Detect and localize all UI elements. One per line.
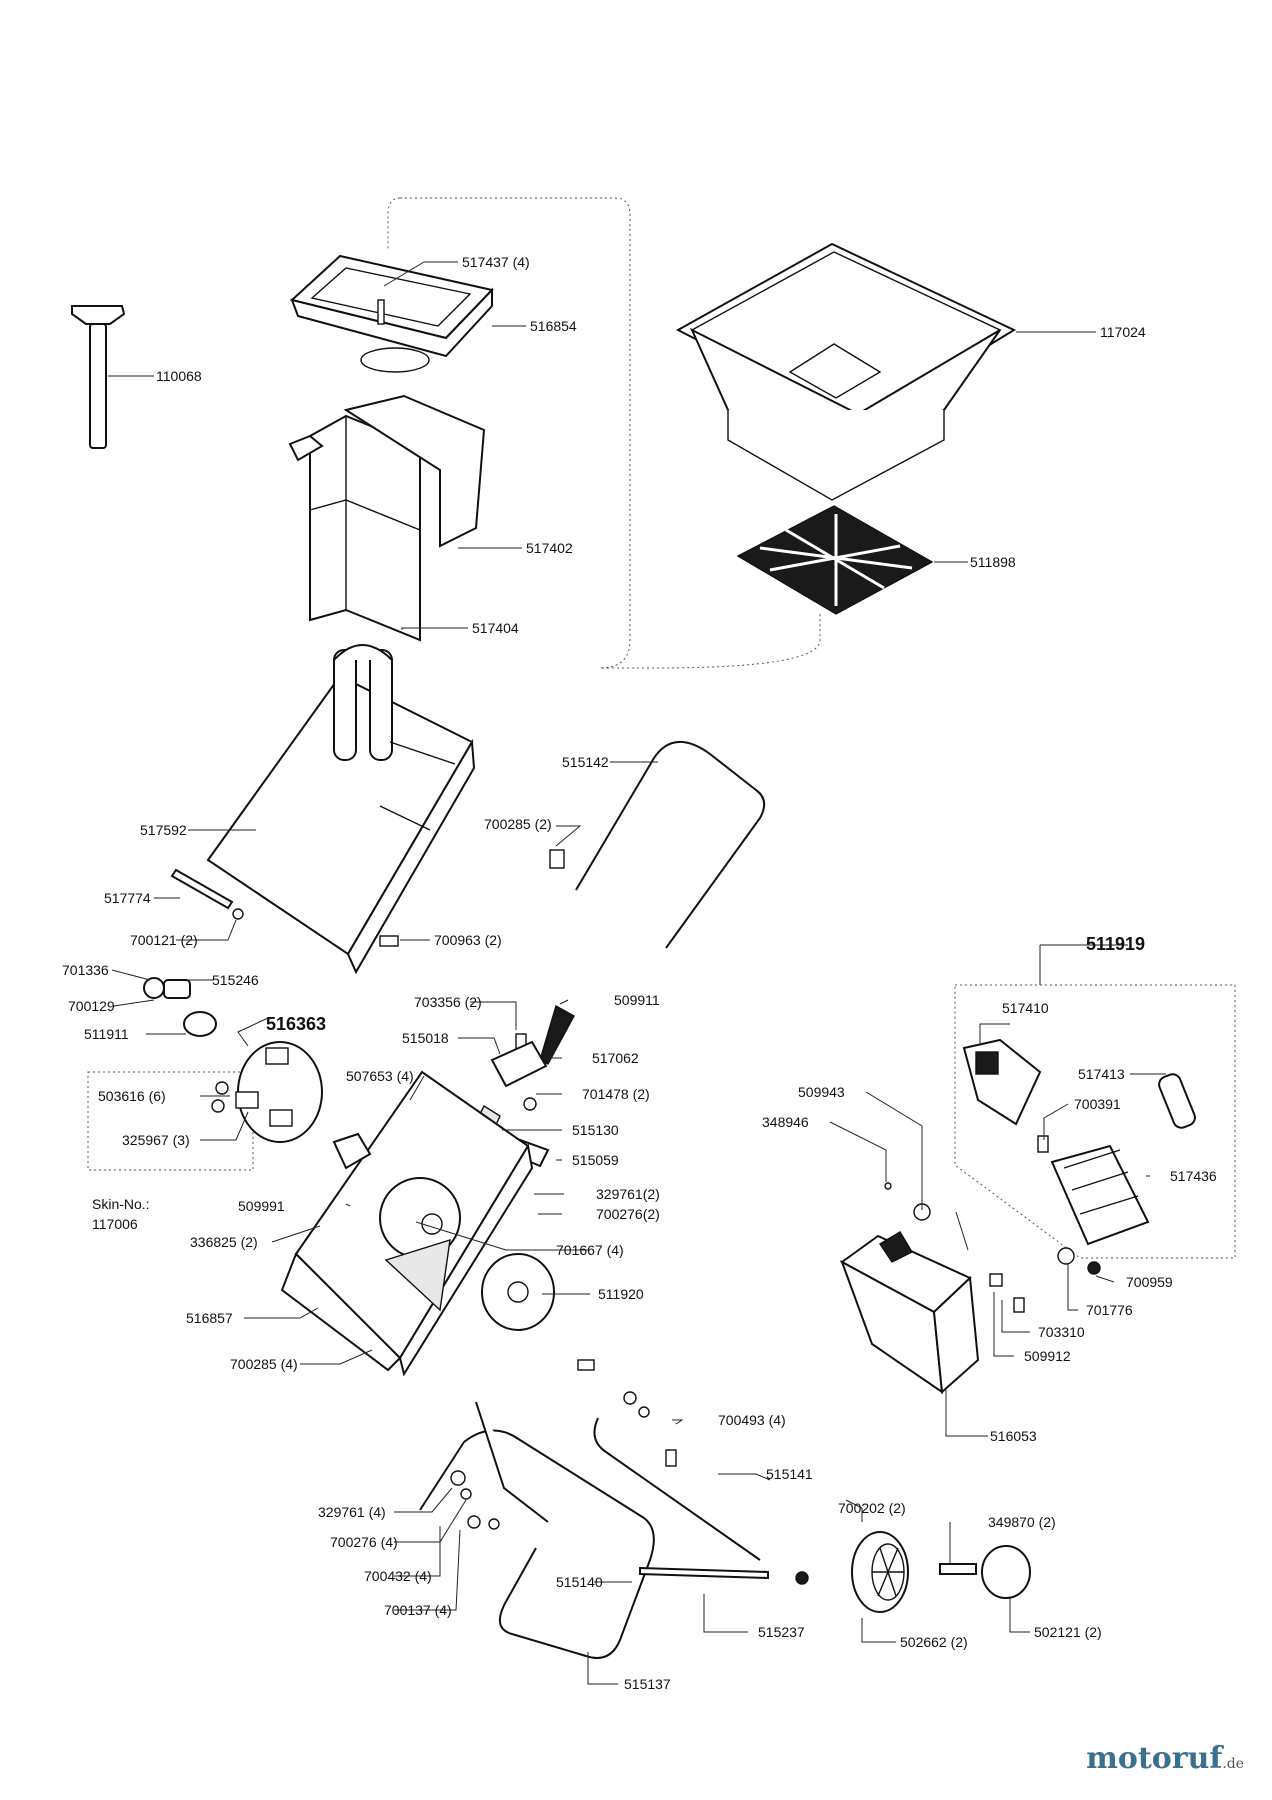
label-517774: 517774 <box>104 890 151 906</box>
label-703356: 703356 (2) <box>414 994 482 1010</box>
label-517062: 517062 <box>592 1050 639 1066</box>
label-700137: 700137 (4) <box>384 1602 452 1618</box>
label-509991: 509991 <box>238 1198 285 1214</box>
label-700959: 700959 <box>1126 1274 1173 1290</box>
hopper-mat <box>736 505 934 615</box>
label-517410: 517410 <box>1002 1000 1049 1016</box>
blade-disc <box>211 1041 323 1143</box>
blade-kit-outline <box>87 1071 254 1171</box>
top-handle <box>575 740 766 949</box>
hopper-tray <box>289 254 494 373</box>
label-511898: 511898 <box>970 554 1016 570</box>
label-329761-2: 329761(2) <box>596 1186 660 1202</box>
label-701478: 701478 (2) <box>582 1086 650 1102</box>
hopper-group-outline <box>400 197 821 669</box>
label-507653: 507653 (4) <box>346 1068 414 1084</box>
label-348946: 348946 <box>762 1114 809 1130</box>
label-502121: 502121 (2) <box>1034 1624 1102 1640</box>
label-700276-4: 700276 (4) <box>330 1534 398 1550</box>
label-515059: 515059 <box>572 1152 619 1168</box>
label-700493: 700493 (4) <box>718 1412 786 1428</box>
axle <box>639 1566 769 1580</box>
switch-box <box>962 1038 1042 1126</box>
label-117024: 117024 <box>1100 324 1146 340</box>
label-503616: 503616 (6) <box>98 1088 166 1104</box>
label-349870: 349870 (2) <box>988 1514 1056 1530</box>
label-509911: 509911 <box>614 992 660 1008</box>
label-516857: 516857 <box>186 1310 233 1326</box>
label-515237: 515237 <box>758 1624 805 1640</box>
fasteners-top <box>232 849 565 947</box>
label-329761-4: 329761 (4) <box>318 1504 386 1520</box>
label-509912: 509912 <box>1024 1348 1071 1364</box>
wheel-cap <box>981 1545 1031 1599</box>
label-700285-2: 700285 (2) <box>484 816 552 832</box>
hopper-large <box>675 242 1017 501</box>
label-515140: 515140 <box>556 1574 603 1590</box>
label-517436: 517436 <box>1170 1168 1217 1184</box>
pusher-tool <box>71 305 126 449</box>
hopper-group-outline-left <box>387 197 401 250</box>
label-skin-number: 117006 <box>92 1216 138 1232</box>
label-517413: 517413 <box>1078 1066 1125 1082</box>
label-700285-4: 700285 (4) <box>230 1356 298 1372</box>
wheel <box>851 1531 909 1613</box>
feed-chute <box>288 394 486 642</box>
motor-group-outline <box>954 984 1236 1259</box>
drive-coupling <box>332 1132 372 1170</box>
watermark-logo: motoruf.de <box>1086 1741 1244 1776</box>
label-700202: 700202 (2) <box>838 1500 906 1516</box>
label-511920: 511920 <box>598 1286 644 1302</box>
label-325967: 325967 (3) <box>122 1132 190 1148</box>
electric-motor <box>1037 1135 1150 1246</box>
leg-left <box>475 1401 549 1523</box>
label-110068: 110068 <box>156 368 202 384</box>
label-515142: 515142 <box>562 754 609 770</box>
lower-frame <box>419 1429 655 1659</box>
label-700129: 700129 <box>68 998 115 1014</box>
leader-lines <box>108 261 1166 1685</box>
label-703310: 703310 <box>1038 1324 1085 1340</box>
label-509943: 509943 <box>798 1084 845 1100</box>
label-517437: 517437 (4) <box>462 254 530 270</box>
label-700391: 700391 <box>1074 1096 1121 1112</box>
part-labels: 517437 (4) 516854 117024 110068 517402 5… <box>62 254 1217 1692</box>
housing-plate <box>206 644 476 975</box>
label-516363: 516363 <box>266 1014 326 1034</box>
label-517404: 517404 <box>472 620 519 636</box>
watermark-tld: .de <box>1222 1756 1244 1772</box>
label-700276-2: 700276(2) <box>596 1206 660 1222</box>
knob-assembly <box>143 977 217 1037</box>
label-515246: 515246 <box>212 972 259 988</box>
label-502662: 502662 (2) <box>900 1634 968 1650</box>
rod <box>170 868 234 910</box>
label-515130: 515130 <box>572 1122 619 1138</box>
leg-right <box>593 1417 761 1561</box>
label-701667: 701667 (4) <box>556 1242 624 1258</box>
label-511911: 511911 <box>84 1026 129 1042</box>
label-516053: 516053 <box>990 1428 1037 1444</box>
label-517592: 517592 <box>140 822 187 838</box>
capacitor <box>1158 1073 1196 1129</box>
label-skin-no: Skin-No.: <box>92 1196 150 1212</box>
label-515018: 515018 <box>402 1030 449 1046</box>
label-701776: 701776 <box>1086 1302 1133 1318</box>
label-336825: 336825 (2) <box>190 1234 258 1250</box>
label-515137: 515137 <box>624 1676 671 1692</box>
motor-cover <box>840 1231 980 1395</box>
label-700121: 700121 (2) <box>130 932 198 948</box>
label-517402: 517402 <box>526 540 573 556</box>
watermark-brand: motoruf <box>1086 1741 1223 1776</box>
label-700963: 700963 (2) <box>434 932 502 948</box>
label-511919: 511919 <box>1086 934 1145 954</box>
frame-hardware <box>450 1359 809 1585</box>
label-515141: 515141 <box>766 1466 813 1482</box>
label-516854: 516854 <box>530 318 577 334</box>
label-701336: 701336 <box>62 962 109 978</box>
motor-group-bracket <box>1039 944 1128 985</box>
label-700432: 700432 (4) <box>364 1568 432 1584</box>
wheel-bolt <box>939 1563 977 1575</box>
